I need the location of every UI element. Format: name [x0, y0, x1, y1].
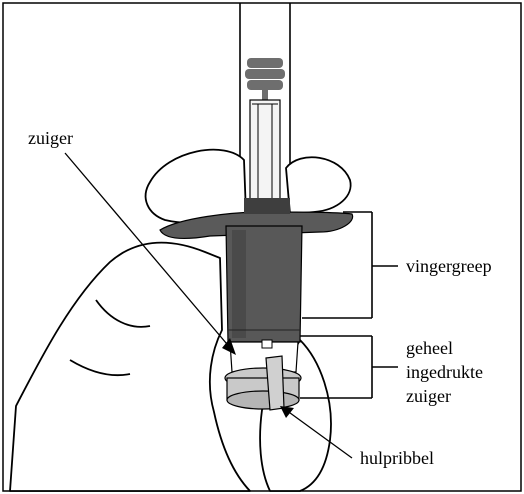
label-fully-pressed-line2: ingedrukte [406, 362, 483, 382]
label-fully-pressed-line1: geheel [406, 338, 453, 358]
label-plunger: zuiger [28, 128, 73, 148]
label-fully-pressed-line3: zuiger [406, 386, 451, 406]
plunger-rod [250, 100, 280, 212]
label-finger-grip: vingergreep [406, 256, 492, 276]
plunger-stopper [245, 58, 285, 100]
syringe-lower-section [225, 340, 301, 410]
syringe-sleeve [226, 226, 302, 342]
label-sleeve-rib: hulpribbel [360, 448, 434, 468]
